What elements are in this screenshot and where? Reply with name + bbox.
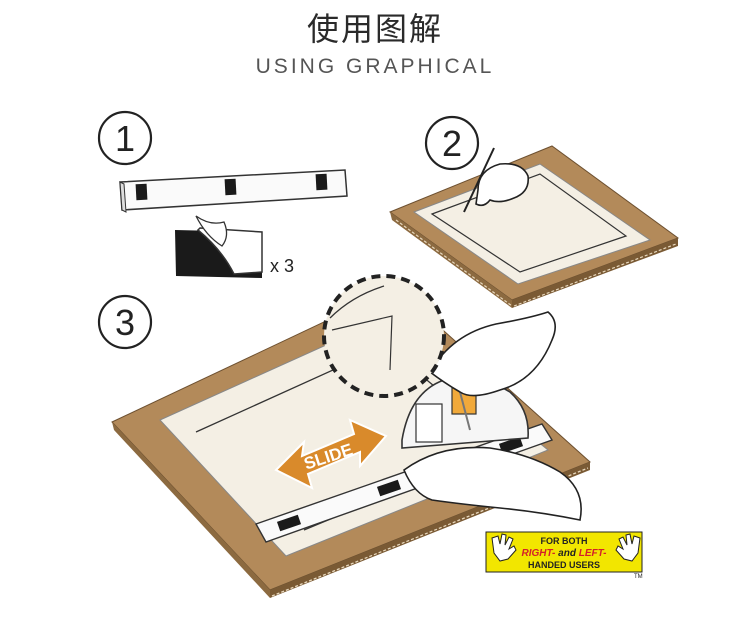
- step-2-circle: [424, 115, 480, 171]
- badge-line2: RIGHT- and LEFT-: [521, 548, 607, 559]
- badge-tm: TM: [634, 574, 643, 580]
- right-hand-icon: [615, 533, 641, 562]
- pad-2: [224, 178, 237, 196]
- slide-arrow: SLIDE: [274, 418, 388, 490]
- pad-count: x 3: [270, 256, 294, 276]
- step-1-number: 1: [115, 118, 135, 159]
- handedness-badge: FOR BOTH RIGHT- and LEFT- HANDED USERS T…: [485, 531, 643, 580]
- marking-board: [388, 145, 680, 308]
- step-2-number: 2: [442, 123, 462, 164]
- step-1-circle: [97, 110, 153, 166]
- pad-1: [135, 183, 148, 201]
- step-1: 1 x 3: [97, 110, 348, 278]
- page-subtitle: USING GRAPHICAL: [255, 55, 495, 78]
- upper-hand: [428, 311, 556, 397]
- step-2: 2: [388, 115, 680, 308]
- ruler-strip: [119, 169, 348, 213]
- lower-hand: [403, 446, 582, 521]
- badge-line1: FOR BOTH: [541, 536, 588, 546]
- pad-3: [315, 173, 328, 191]
- badge-line3: HANDED USERS: [528, 560, 600, 570]
- step-3-circle: [97, 294, 153, 350]
- adhesive-pad: [175, 215, 263, 278]
- step-3-number: 3: [115, 302, 135, 343]
- step-3: 3 SLIDE: [97, 274, 591, 598]
- page-title: 使用图解: [306, 10, 443, 48]
- detail-magnifier: [322, 274, 446, 398]
- left-hand-icon: [491, 533, 517, 562]
